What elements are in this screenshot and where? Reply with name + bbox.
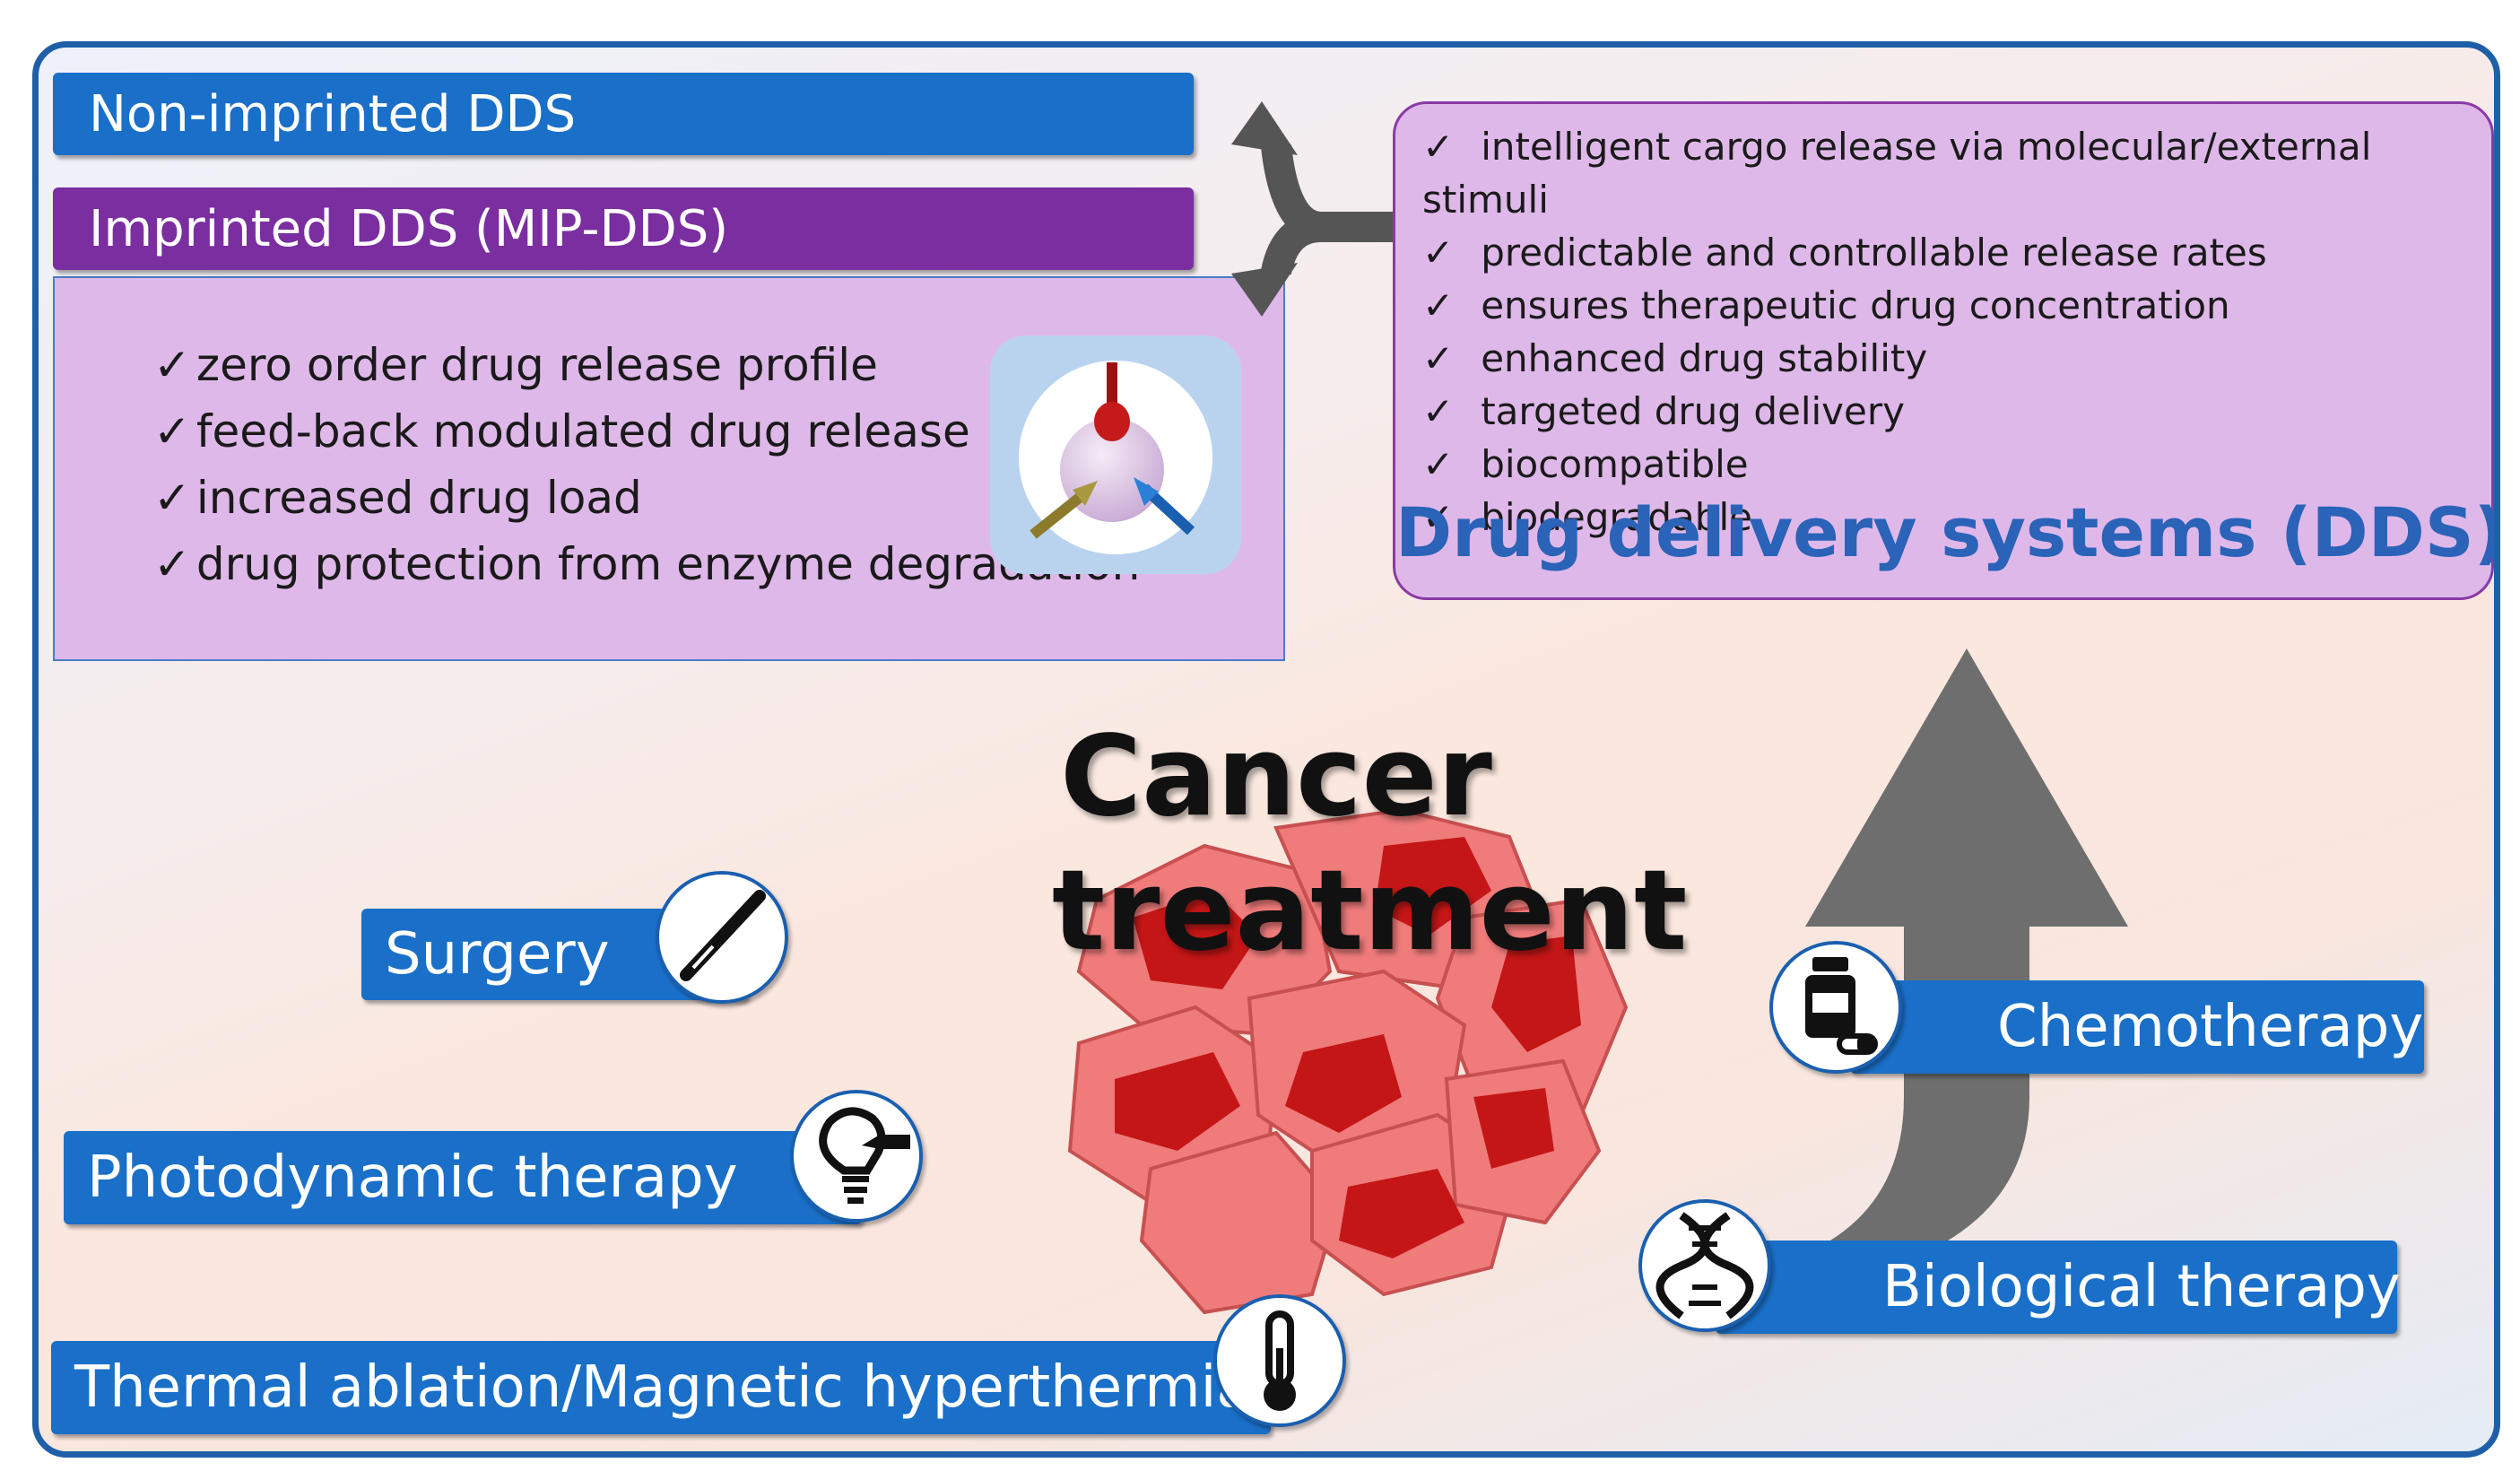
chemotherapy-label: Chemotherapy: [1997, 994, 2424, 1060]
dds-panel: intelligent cargo release via molecular/…: [1393, 101, 2494, 600]
dds-feature: predictable and controllable release rat…: [1422, 226, 2491, 279]
photodynamic-label: Photodynamic therapy: [87, 1145, 738, 1211]
biological-label: Biological therapy: [1882, 1254, 2401, 1320]
dds-feature: ensures therapeutic drug concentration: [1422, 279, 2491, 332]
photodynamic-bar: Photodynamic therapy: [64, 1131, 862, 1224]
progression-arrow: [1805, 649, 2128, 1285]
thermometer-icon: [1213, 1294, 1346, 1427]
mip-feature: zero order drug release profile: [153, 332, 1140, 398]
non-imprinted-dds-label: Non-imprinted DDS: [89, 84, 577, 144]
tumor-illustration: [1067, 807, 1629, 1315]
branch-arrow: [1231, 101, 1393, 317]
mip-dds-panel: zero order drug release profile feed-bac…: [53, 276, 1285, 661]
diagram-frame: Non-imprinted DDS zero order drug releas…: [32, 41, 2500, 1458]
cancer-title-line2: treatment: [1052, 847, 1688, 976]
mip-feature: drug protection from enzyme degradation: [153, 531, 1140, 597]
imprinted-dds-bar: Imprinted DDS (MIP-DDS): [53, 187, 1194, 270]
surgery-label: Surgery: [385, 921, 610, 988]
dds-feature: intelligent cargo release via molecular/…: [1422, 120, 2491, 226]
scalpel-icon: [656, 871, 788, 1004]
dds-feature: biodegradable: [1422, 491, 2491, 544]
non-imprinted-dds-bar: Non-imprinted DDS: [53, 73, 1194, 155]
dds-feature: enhanced drug stability: [1422, 332, 2491, 385]
dds-feature: biocompatible: [1422, 438, 2491, 491]
dds-feature-list: intelligent cargo release via molecular/…: [1422, 120, 2491, 544]
cancer-treatment-title: Cancer treatment: [1052, 710, 1688, 979]
dds-title: Drug delivery systems (DDS): [1395, 492, 2500, 572]
medicine-bottle-icon: [1769, 941, 1902, 1074]
thermal-label: Thermal ablation/Magnetic hyperthermia: [74, 1354, 1252, 1421]
lightbulb-icon: [790, 1090, 923, 1223]
dna-icon: [1638, 1199, 1771, 1332]
imprinted-polymer-icon: [990, 335, 1241, 574]
imprinted-dds-label: Imprinted DDS (MIP-DDS): [89, 199, 729, 258]
mip-feature: increased drug load: [153, 465, 1140, 531]
mip-feature-list: zero order drug release profile feed-bac…: [153, 332, 1140, 597]
mip-feature: feed-back modulated drug release: [153, 398, 1140, 465]
chemotherapy-bar: Chemotherapy: [1850, 980, 2424, 1074]
thermal-bar: Thermal ablation/Magnetic hyperthermia: [51, 1341, 1271, 1434]
dds-feature: targeted drug delivery: [1422, 385, 2491, 438]
cancer-title-line1: Cancer: [1060, 712, 1492, 841]
biological-bar: Biological therapy: [1716, 1241, 2401, 1334]
